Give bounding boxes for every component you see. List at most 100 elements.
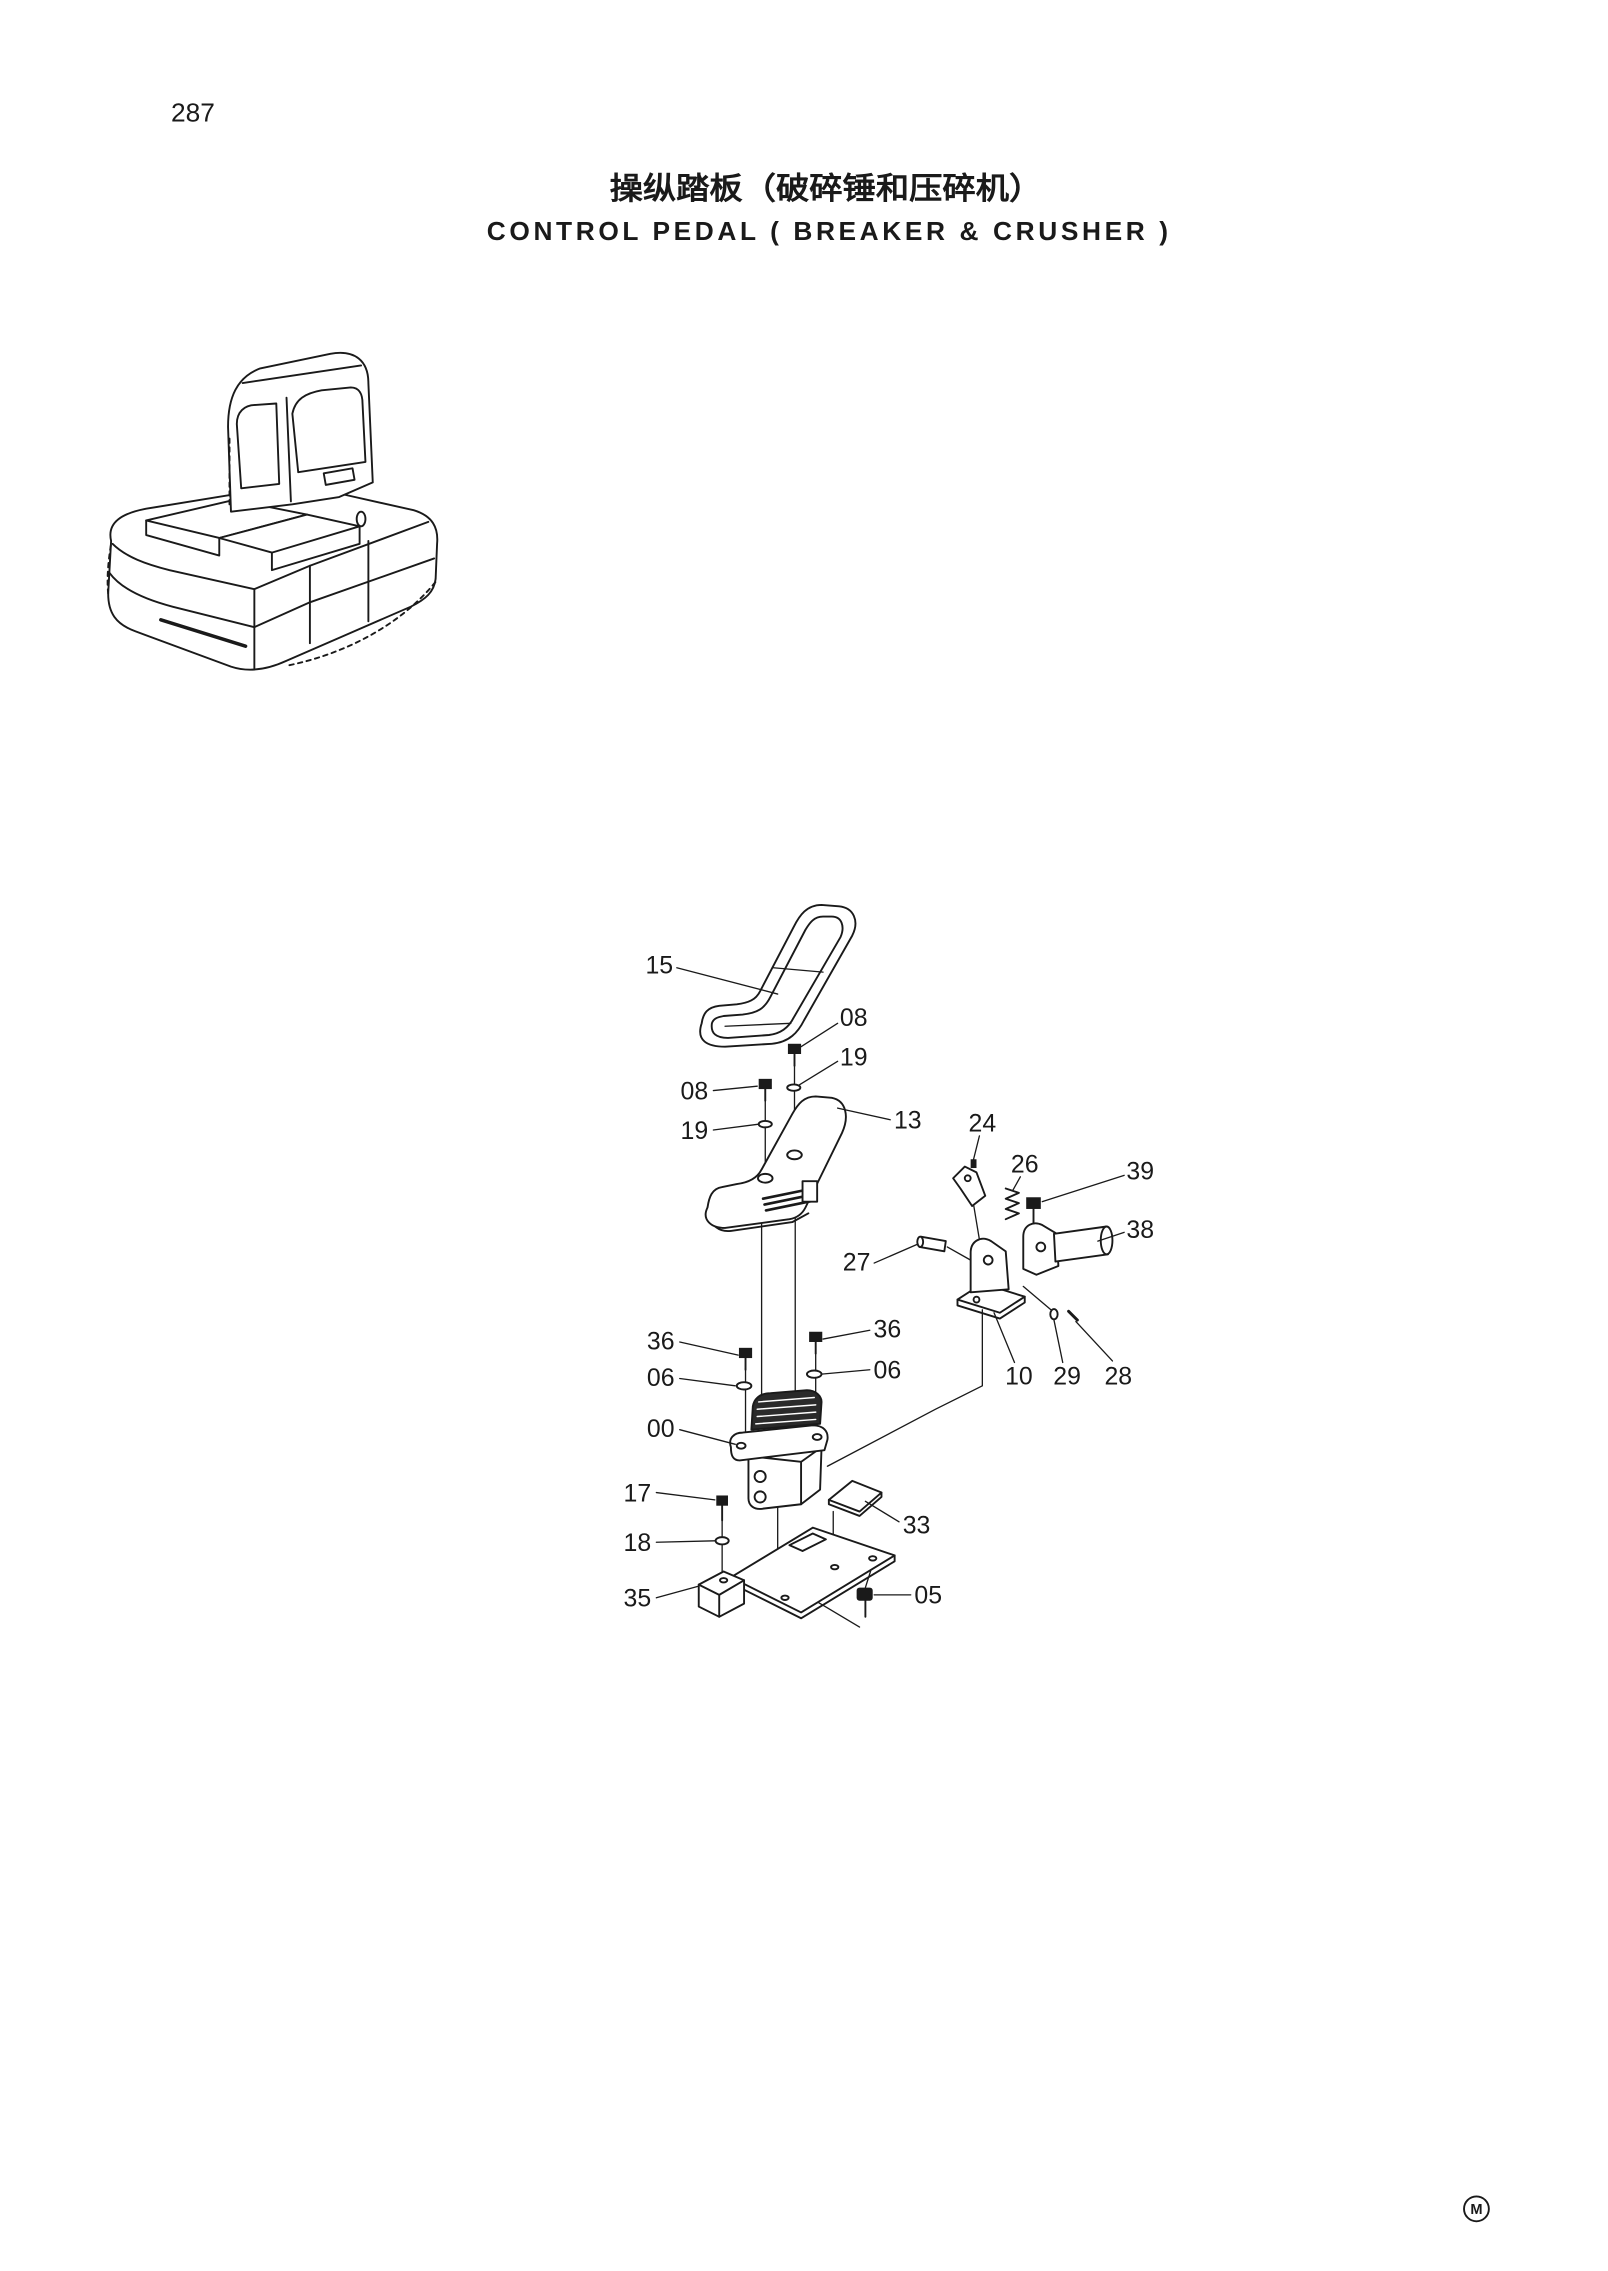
callout-label: 19 <box>840 1045 868 1072</box>
bolt-part-36-right <box>809 1331 823 1355</box>
pin-flange <box>1022 1222 1060 1276</box>
washer-part-06-right <box>805 1369 823 1379</box>
leader-line <box>655 1585 700 1599</box>
plate-33-edge <box>827 1491 883 1517</box>
pin-part-27 <box>916 1235 947 1253</box>
callout-28: 28 <box>1075 1320 1132 1390</box>
callout-label: 08 <box>840 1005 868 1032</box>
callout-39: 39 <box>1041 1159 1154 1203</box>
callout-label: 29 <box>1053 1363 1081 1390</box>
plate-33-top <box>827 1479 883 1513</box>
pin-part-38 <box>1022 1222 1114 1276</box>
leader-line <box>655 1540 716 1543</box>
pedal-boss <box>801 1180 819 1203</box>
cab-side-window <box>235 402 281 490</box>
callout-18: 18 <box>624 1530 716 1557</box>
callout-label: 28 <box>1104 1363 1132 1390</box>
pin-shaft <box>1053 1225 1110 1263</box>
bolt-head <box>716 1495 728 1506</box>
counterweight-slot <box>159 618 248 648</box>
leader-line <box>655 1491 716 1501</box>
assembly-line <box>946 1246 972 1261</box>
valve-port <box>753 1490 767 1504</box>
callout-00: 00 <box>647 1416 736 1445</box>
callout-08-left: 08 <box>681 1078 758 1105</box>
callout-19-top: 19 <box>798 1045 868 1086</box>
leader-line <box>820 1369 871 1375</box>
callout-19-left: 19 <box>681 1118 760 1145</box>
callout-label: 19 <box>681 1118 709 1145</box>
leader-line <box>1075 1320 1114 1362</box>
bolt-part-08-top <box>787 1043 802 1067</box>
callout-35: 35 <box>624 1585 700 1613</box>
callout-08-top: 08 <box>800 1005 868 1048</box>
callout-10: 10 <box>993 1312 1033 1390</box>
stopper-knob <box>970 1159 977 1169</box>
bolt-part-36-left <box>738 1347 753 1371</box>
title-chinese: 操纵踏板（破碎锤和压碎机） <box>610 172 1043 207</box>
plate-part-33 <box>827 1479 883 1517</box>
stopper-body <box>952 1165 987 1207</box>
page-number: 287 <box>171 97 215 127</box>
callout-06-right: 06 <box>820 1358 901 1385</box>
leader-line <box>971 1135 981 1166</box>
bolt-part-08-left <box>758 1078 772 1102</box>
callout-label: 06 <box>647 1365 675 1392</box>
callout-17: 17 <box>624 1480 716 1507</box>
valve-flange <box>729 1424 829 1462</box>
callout-15: 15 <box>645 953 779 995</box>
valve-body <box>747 1446 823 1510</box>
bolt-head <box>738 1347 753 1359</box>
washer-part-29 <box>1049 1308 1059 1321</box>
flange-hole <box>735 1441 747 1450</box>
side-band <box>108 557 436 629</box>
exploded-assembly <box>697 903 1114 1628</box>
callout-label: 39 <box>1126 1159 1154 1186</box>
deck-edge <box>111 520 430 591</box>
pedal-cover-inner-rim <box>710 915 844 1039</box>
bracket-10-upright <box>969 1237 1010 1294</box>
excavator-thumbnail <box>106 351 439 671</box>
bolt-head <box>1026 1197 1041 1209</box>
callout-label: 15 <box>645 953 673 980</box>
washer-part-19-top <box>786 1083 802 1092</box>
link-line <box>826 1309 983 1467</box>
mark-letter: M <box>1470 2202 1482 2218</box>
callout-label: 13 <box>894 1108 922 1135</box>
plate-top <box>729 1526 896 1614</box>
callout-label: 33 <box>903 1512 931 1539</box>
pedal <box>704 1095 847 1232</box>
pin-end <box>1099 1225 1114 1256</box>
callout-label: 27 <box>843 1249 871 1276</box>
callout-29: 29 <box>1053 1319 1081 1390</box>
callout-label: 08 <box>681 1078 709 1105</box>
bracket-10-hole <box>982 1254 994 1266</box>
bracket-part-35 <box>697 1570 746 1618</box>
callout-label: 35 <box>624 1586 652 1613</box>
bolt-head <box>787 1043 802 1055</box>
title-english: CONTROL PEDAL ( BREAKER & CRUSHER ) <box>487 216 1168 246</box>
plate-hole <box>780 1594 790 1601</box>
pin-flange-hole <box>1035 1241 1047 1253</box>
bracket-hole <box>718 1577 729 1584</box>
bolt-part-17 <box>716 1495 728 1522</box>
callout-06-left: 06 <box>647 1365 736 1392</box>
callout-label: 05 <box>914 1583 942 1610</box>
leader-line <box>864 1500 900 1523</box>
assembly-line <box>1022 1285 1052 1311</box>
cab-handle <box>322 467 356 486</box>
callout-13: 13 <box>836 1107 922 1135</box>
washer-part-06-left <box>735 1381 753 1391</box>
leader-line <box>1053 1319 1064 1364</box>
fuel-cap <box>355 510 367 528</box>
callout-label: 36 <box>647 1328 675 1355</box>
leader-line <box>679 1341 739 1356</box>
callout-label: 00 <box>647 1416 675 1443</box>
callout-38: 38 <box>1097 1217 1154 1244</box>
leader-line <box>1012 1176 1022 1191</box>
cab-pillar <box>285 396 292 503</box>
callout-label: 38 <box>1126 1217 1154 1244</box>
leader-line <box>800 1022 839 1048</box>
bracket-10-edge <box>956 1295 1026 1320</box>
